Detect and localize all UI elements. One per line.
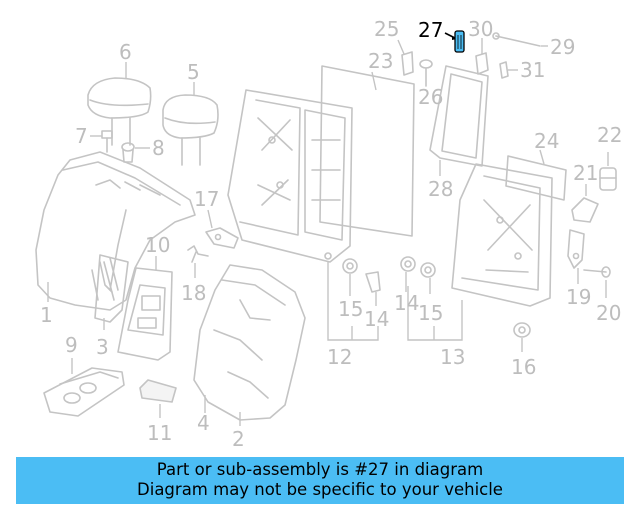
label-18: 18 — [181, 281, 206, 305]
part-17-bracket — [205, 227, 239, 249]
label-2: 2 — [232, 427, 245, 451]
label-17: 17 — [194, 187, 219, 211]
part-12-leader — [327, 262, 379, 341]
callout-labels: 1 2 3 4 5 6 7 8 9 10 11 12 13 14 14 15 1… — [40, 17, 622, 451]
label-19: 19 — [566, 285, 591, 309]
part-3-panel — [94, 254, 129, 323]
part-21-bracket — [571, 197, 599, 223]
label-10: 10 — [145, 233, 170, 257]
label-25: 25 — [374, 17, 399, 41]
part-26-fastener — [419, 59, 433, 87]
part-7-guide — [101, 130, 113, 153]
part-22-latch — [599, 167, 617, 191]
banner-line-2: Diagram may not be specific to your vehi… — [137, 480, 503, 499]
label-5: 5 — [187, 60, 200, 84]
label-15-left: 15 — [338, 297, 363, 321]
part-19-hinge — [567, 229, 585, 269]
label-14-left: 14 — [364, 307, 389, 331]
label-9: 9 — [65, 333, 78, 357]
part-10-cover — [117, 267, 173, 361]
label-6: 6 — [119, 40, 132, 64]
part-8-guide — [121, 142, 135, 163]
label-13: 13 — [440, 345, 465, 369]
label-21: 21 — [573, 161, 598, 185]
label-15-right: 15 — [418, 301, 443, 325]
label-1: 1 — [40, 303, 53, 327]
label-4: 4 — [197, 411, 210, 435]
part-25-clip — [401, 51, 414, 76]
label-28: 28 — [428, 177, 453, 201]
part-2-seat-cushion — [193, 264, 306, 421]
part-18-hook — [187, 245, 209, 263]
part-1-seat-back-cover — [35, 151, 196, 311]
label-30: 30 — [468, 17, 493, 41]
label-26: 26 — [418, 85, 443, 109]
label-3: 3 — [96, 335, 109, 359]
label-20: 20 — [596, 301, 621, 325]
part-27-clip — [454, 30, 465, 53]
part-27-leader — [444, 32, 456, 39]
label-14-right: 14 — [394, 291, 419, 315]
label-29: 29 — [550, 35, 575, 59]
label-31: 31 — [520, 58, 545, 82]
info-banner: Part or sub-assembly is #27 in diagram D… — [16, 457, 624, 504]
part-14-bolt-right — [400, 256, 416, 272]
part-23-panel — [319, 65, 415, 237]
part-15-bushing-right — [420, 262, 436, 278]
label-12: 12 — [327, 345, 352, 369]
part-9-armrest — [43, 367, 125, 417]
part-14-bolt — [365, 271, 381, 293]
part-29-pin — [492, 32, 541, 47]
part-16-bushing — [513, 322, 531, 338]
part-31-clip — [499, 61, 509, 79]
label-8: 8 — [152, 136, 165, 160]
part-28-pad — [429, 65, 489, 167]
part-12-frame — [227, 89, 353, 263]
part-20-bolt — [583, 266, 611, 278]
part-13-frame — [451, 163, 553, 307]
label-7: 7 — [75, 124, 88, 148]
part-30-clip — [475, 52, 489, 75]
label-24: 24 — [534, 129, 559, 153]
part-13-leader — [407, 286, 463, 341]
part-15-bushing — [342, 258, 358, 274]
part-6-headrest — [87, 77, 152, 146]
label-27-highlighted: 27 — [418, 18, 443, 42]
banner-line-1: Part or sub-assembly is #27 in diagram — [156, 460, 484, 479]
part-11-trim — [139, 379, 177, 403]
label-16: 16 — [511, 355, 536, 379]
part-24-panel — [505, 155, 567, 201]
part-5-headrest — [162, 94, 219, 166]
label-22: 22 — [597, 123, 622, 147]
part-27-highlighted — [444, 30, 465, 53]
parts-diagram: 1 2 3 4 5 6 7 8 9 10 11 12 13 14 14 15 1… — [35, 17, 622, 451]
label-23: 23 — [368, 49, 393, 73]
label-11: 11 — [147, 421, 172, 445]
